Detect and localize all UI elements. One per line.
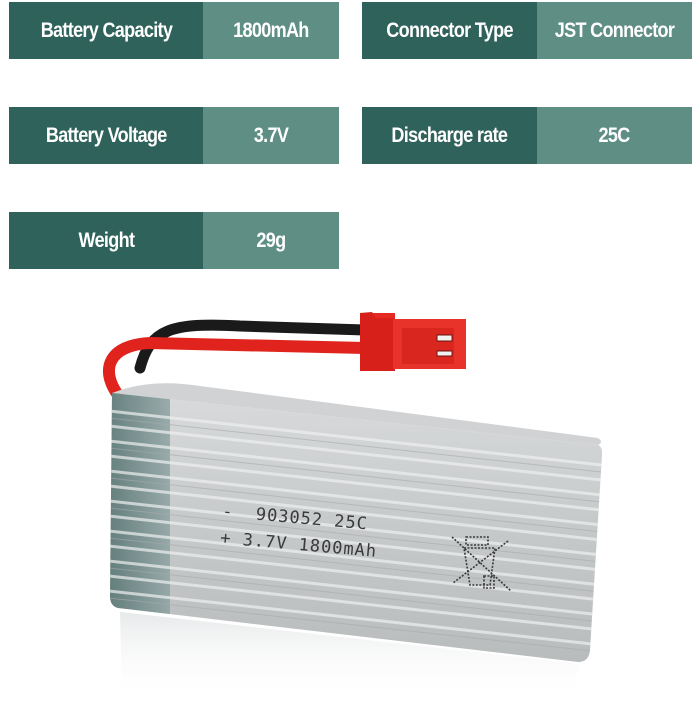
battery-illustration bbox=[103, 312, 603, 700]
spec-value-text: 25C bbox=[598, 123, 631, 147]
spec-value: JST Connector bbox=[537, 2, 692, 59]
spec-value-text: 1800mAh bbox=[233, 18, 309, 42]
spec-label-text: Battery Capacity bbox=[40, 18, 172, 42]
spec-weight: Weight 29g bbox=[9, 212, 339, 269]
spec-label-text: Weight bbox=[78, 228, 134, 252]
spec-label: Battery Voltage bbox=[9, 107, 203, 164]
battery-product-image: - 903052 25C + 3.7V 1800mAh bbox=[0, 290, 700, 700]
spec-label-text: Discharge rate bbox=[391, 123, 509, 147]
weee-bin-icon bbox=[451, 536, 512, 592]
spec-value-text: 29g bbox=[256, 228, 286, 252]
spec-value: 29g bbox=[203, 212, 339, 269]
spec-label: Connector Type bbox=[362, 2, 537, 59]
wires bbox=[103, 319, 371, 401]
spec-battery-capacity: Battery Capacity 1800mAh bbox=[9, 2, 339, 59]
spec-value: 1800mAh bbox=[203, 2, 339, 59]
spec-battery-voltage: Battery Voltage 3.7V bbox=[9, 107, 339, 164]
spec-label-text: Battery Voltage bbox=[45, 123, 168, 147]
spec-value: 3.7V bbox=[203, 107, 339, 164]
spec-value-text: 3.7V bbox=[253, 123, 289, 147]
spec-connector-type: Connector Type JST Connector bbox=[362, 2, 692, 59]
spec-label-text: Connector Type bbox=[386, 18, 513, 42]
spec-value-text: JST Connector bbox=[554, 18, 675, 42]
spec-value: 25C bbox=[537, 107, 692, 164]
spec-label: Battery Capacity bbox=[9, 2, 203, 59]
jst-connector bbox=[360, 312, 466, 371]
spec-discharge-rate: Discharge rate 25C bbox=[362, 107, 692, 164]
spec-label: Discharge rate bbox=[362, 107, 537, 164]
spec-label: Weight bbox=[9, 212, 203, 269]
